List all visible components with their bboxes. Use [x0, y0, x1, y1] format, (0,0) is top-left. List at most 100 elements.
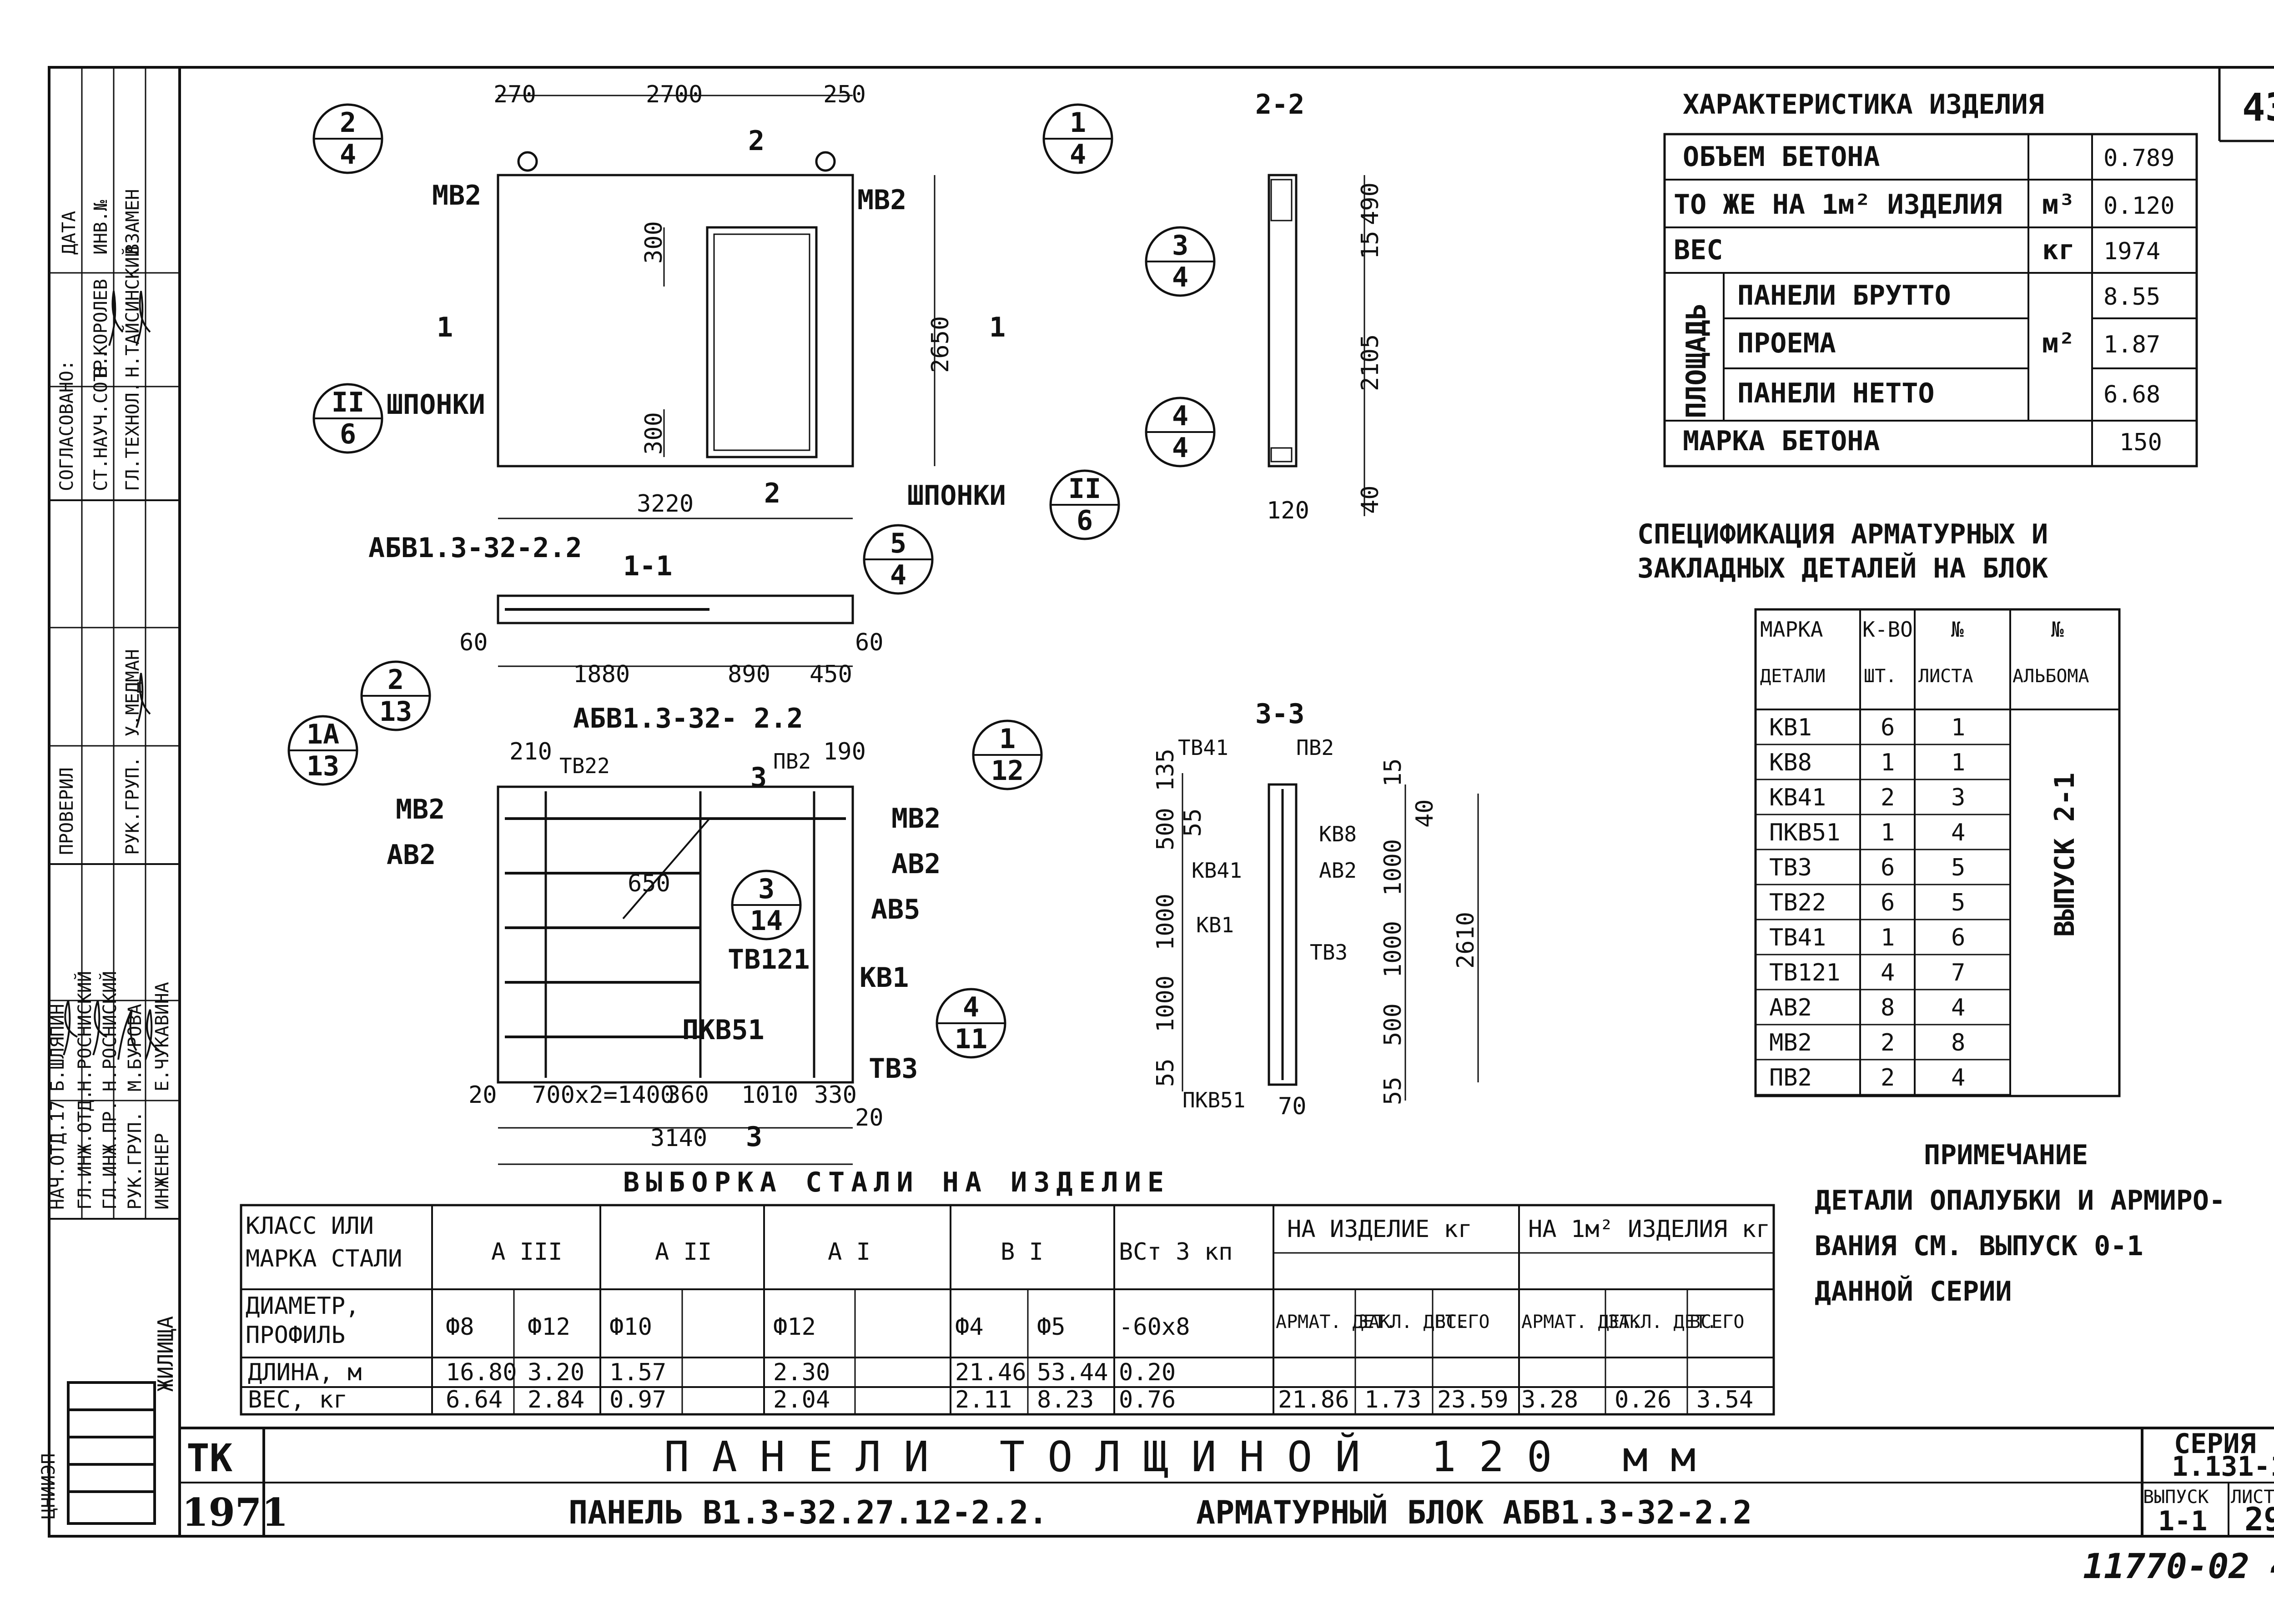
spec-cell: ТВ3 — [1769, 854, 1812, 881]
spec-cell: ПВ2 — [1769, 1064, 1812, 1091]
label-pkb51: ПКВ51 — [1182, 1088, 1245, 1112]
checked-label: ПРОВЕРИЛ — [56, 767, 77, 855]
steel-diam-header: ДИАМЕТР, ПРОФИЛЬ — [246, 1292, 360, 1349]
spec-cell: 4 — [1881, 959, 1895, 986]
steel-cell: 2.04 — [773, 1386, 830, 1413]
label-kb8: КВ8 — [1319, 822, 1357, 846]
date-label: ДАТА — [59, 211, 80, 255]
char-unit-1: м³ — [2042, 189, 2075, 221]
agreed-label: СОГЛАСОВАНО: — [56, 360, 77, 491]
dim-1000-r1: 1000 — [1379, 839, 1407, 896]
label-tb22: ТВ22 — [559, 754, 610, 778]
label-ab2-33: АВ2 — [1319, 858, 1357, 883]
spec-cell: 1 — [1881, 749, 1895, 776]
series-label: СЕРИЯ — [2174, 1428, 2256, 1460]
label-shponki-left: ШПОНКИ — [387, 389, 485, 421]
dim-450: 450 — [810, 661, 852, 688]
spec-cell: 1 — [1881, 924, 1895, 951]
dim-190: 190 — [823, 738, 866, 765]
steel-cell: 3.28 — [1521, 1386, 1578, 1413]
sheet-number: 43 — [2242, 85, 2274, 130]
char-label-3: ПАНЕЛИ БРУТТО — [1737, 280, 1951, 312]
note-block: ПРИМЕЧАНИЕ ДЕТАЛИ ОПАЛУБКИ И АРМИРО- ВАН… — [1815, 1139, 2225, 1307]
char-label-2: ВЕС — [1674, 234, 1723, 266]
callout-circle: 213 — [360, 660, 431, 731]
dim-2650: 2650 — [927, 316, 954, 373]
char-value-1: 0.120 — [2103, 192, 2175, 220]
steel-group-3: В I — [1001, 1238, 1043, 1266]
steel-cell: ЗАКЛ. ДЕТ. — [1358, 1312, 1467, 1332]
dim-300-bot: 300 — [640, 412, 668, 455]
dim-500-33: 500 — [1152, 808, 1179, 850]
steel-cell: Ф4 — [955, 1313, 984, 1341]
steel-cell: Ф8 — [446, 1313, 474, 1341]
callout-circle: II6 — [312, 383, 383, 454]
cut-2-top: 2 — [748, 125, 765, 157]
spec-h-0: МАРКА — [1760, 617, 1823, 642]
signature-3 — [117, 1009, 137, 1060]
steel-class-header: КЛАСС ИЛИ МАРКА СТАЛИ — [246, 1212, 402, 1272]
steel-per-item: НА ИЗДЕЛИЕ кг — [1287, 1216, 1472, 1243]
spec-cell: 5 — [1951, 889, 1965, 916]
label-kb1-block: КВ1 — [860, 962, 909, 994]
char-value-5: 6.68 — [2103, 381, 2160, 408]
char-label-0: ОБЪЕМ БЕТОНА — [1683, 141, 1880, 173]
note-line-1: ДЕТАЛИ ОПАЛУБКИ И АРМИРО- — [1815, 1185, 2225, 1217]
char-label-6: МАРКА БЕТОНА — [1683, 425, 1880, 457]
org-subtitle: ЖИЛИЩА — [153, 1316, 178, 1392]
dim-300-top: 300 — [640, 221, 668, 264]
char-label-5: ПАНЕЛИ НЕТТО — [1737, 377, 1934, 409]
dim-40: 40 — [1357, 485, 1384, 514]
signature-1 — [63, 1000, 78, 1056]
label-kb41: КВ41 — [1192, 858, 1242, 883]
dim-210: 210 — [509, 738, 552, 765]
callout-bottom: 4 — [340, 139, 356, 171]
callout-top: 1 — [999, 723, 1016, 755]
panel-elevation: 270 2700 250 3220 2650 300 300 МВ2 МВ2 Ш… — [387, 81, 1006, 519]
callout-bottom: 11 — [955, 1023, 987, 1055]
spec-cell: 8 — [1881, 994, 1895, 1021]
steel-cell: Ф12 — [773, 1313, 816, 1341]
steel-cell: 3.20 — [528, 1359, 584, 1386]
steel-cell: 0.97 — [609, 1386, 666, 1413]
issue-label: ВЫПУСК — [2143, 1487, 2209, 1508]
char-label-1: ТО ЖЕ НА 1м² ИЗДЕЛИЯ — [1674, 189, 2002, 221]
characteristics-title: ХАРАКТЕРИСТИКА ИЗДЕЛИЯ — [1683, 89, 2044, 121]
spec-h-1: К-ВО — [1862, 617, 1913, 642]
dim-15: 15 — [1357, 231, 1384, 259]
steel-cell: 0.76 — [1119, 1386, 1176, 1413]
spec-cell: ТВ41 — [1769, 924, 1826, 951]
callout-circle: 34 — [1145, 226, 1216, 297]
checked-role: РУК.ГРУП. — [122, 756, 143, 855]
callout-top: 2 — [387, 664, 404, 696]
steel-cell: 3.54 — [1696, 1386, 1753, 1413]
label-tb3: ТВ3 — [1310, 940, 1348, 965]
label-mb2-left: МВ2 — [432, 180, 481, 211]
signature-6 — [136, 291, 151, 346]
dim-490: 490 — [1357, 182, 1384, 225]
signature-4 — [145, 1009, 160, 1060]
callout-top: 5 — [890, 528, 906, 559]
callout-bottom: 4 — [1070, 139, 1086, 171]
agreed-role-1: СТ.НАУЧ.СОТР. — [91, 349, 111, 491]
callout-top: II — [332, 387, 364, 418]
org-logo: ЖИЛИЩА ЦНИИЭП — [38, 1316, 178, 1525]
callout-bottom: 4 — [1172, 261, 1188, 293]
spec-cell: 7 — [1951, 959, 1965, 986]
staff-role-4: РУК.ГРУП. — [125, 1111, 146, 1210]
dim-135: 135 — [1152, 749, 1179, 791]
signature-5 — [108, 291, 124, 346]
label-ab2-left: АВ2 — [387, 839, 436, 871]
spec-cell: ТВ22 — [1769, 889, 1826, 916]
dim-1010: 1010 — [741, 1081, 798, 1109]
callout-bottom: 12 — [991, 755, 1024, 787]
steel-title: ВЫБОРКА СТАЛИ НА ИЗДЕЛИЕ — [623, 1166, 1170, 1198]
char-label-4: ПРОЕМА — [1737, 327, 1836, 359]
section-2-2: 2-2 490 15 2105 40 120 — [1255, 89, 1384, 524]
callout-bottom: 6 — [340, 418, 356, 450]
characteristics-table: ХАРАКТЕРИСТИКА ИЗДЕЛИЯ ОБЪЕМ БЕТОНА 0.78… — [1663, 89, 2198, 468]
steel-cell: 53.44 — [1037, 1359, 1108, 1386]
spec-cell: КВ8 — [1769, 749, 1812, 776]
spec-cell: ТВ121 — [1769, 959, 1841, 986]
spec-cell: КВ1 — [1769, 714, 1812, 741]
